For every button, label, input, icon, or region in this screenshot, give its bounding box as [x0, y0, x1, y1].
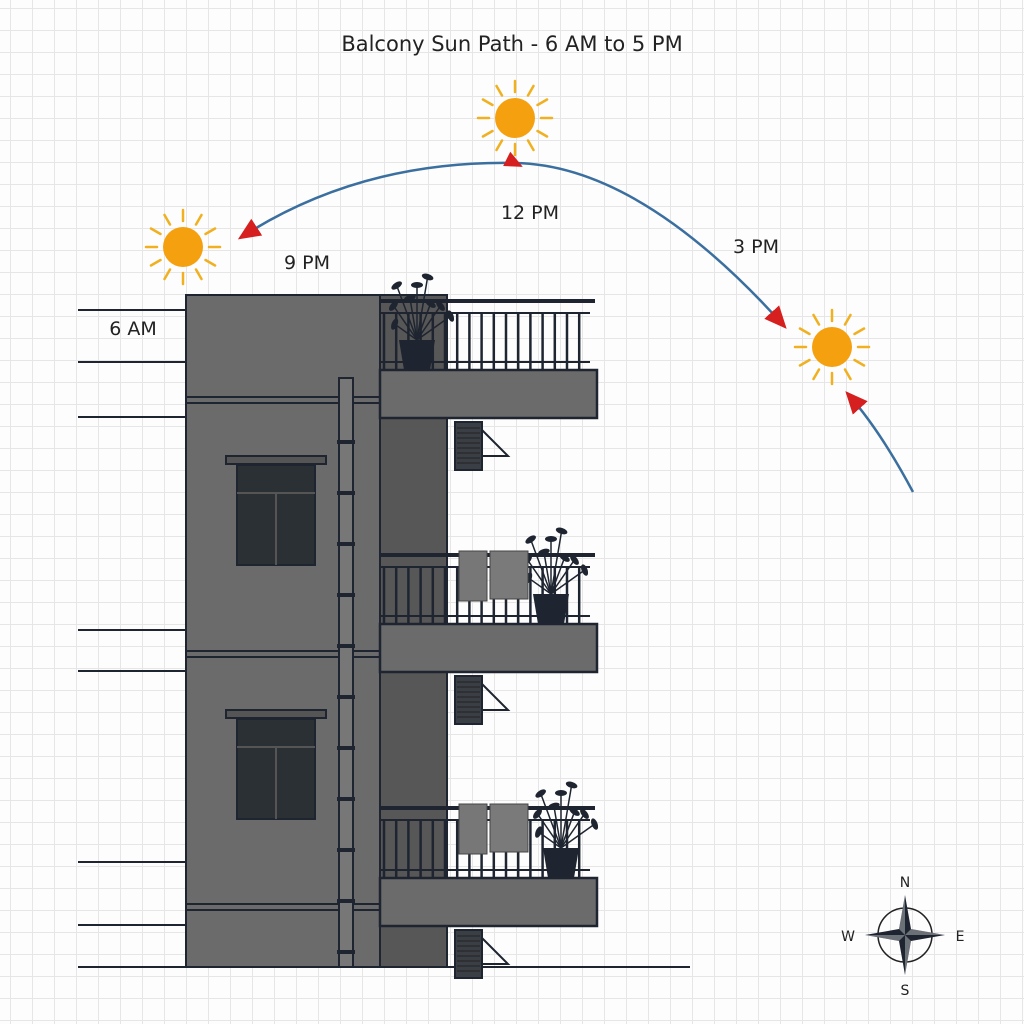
pipe-joint [337, 440, 355, 444]
compass-east: E [956, 929, 965, 945]
sun-icon [793, 308, 871, 386]
label-3pm: 3 PM [733, 236, 779, 258]
ac-unit [454, 675, 511, 725]
sun-path-arc-afternoon [514, 161, 787, 329]
pipe-joint [337, 644, 355, 648]
sun-path-arc-evening [845, 391, 915, 493]
compass-west: W [841, 929, 855, 945]
label-12pm: 12 PM [501, 202, 559, 224]
sun-icon [476, 79, 554, 157]
pipe-joint [337, 950, 355, 954]
potted-plant-icon [533, 781, 599, 878]
pipe-joint [337, 542, 355, 546]
pipe-joint [337, 593, 355, 597]
ac-unit [454, 929, 511, 979]
label-9: 9 PM [284, 252, 330, 274]
pipe-joint [337, 797, 355, 801]
compass-rose-icon [865, 895, 945, 975]
pipe-joint [337, 899, 355, 903]
window [225, 455, 327, 566]
drain-pipe [338, 377, 354, 968]
pipe-joint [337, 746, 355, 750]
balcony [378, 806, 599, 928]
sun-icon [144, 208, 222, 286]
pipe-joint [337, 848, 355, 852]
hanging-laundry [458, 550, 529, 602]
hanging-laundry [458, 803, 529, 855]
compass-north: N [900, 875, 910, 891]
diagram-title: Balcony Sun Path - 6 AM to 5 PM [341, 32, 682, 56]
ac-unit [454, 421, 511, 471]
pipe-joint [337, 695, 355, 699]
compass-south: S [901, 983, 910, 999]
window [225, 709, 327, 820]
pipe-joint [337, 491, 355, 495]
sun-path-arc-morning [237, 161, 516, 240]
path-arrow [503, 151, 523, 167]
potted-plant-icon [389, 273, 455, 370]
label-6am: 6 AM [109, 318, 157, 340]
